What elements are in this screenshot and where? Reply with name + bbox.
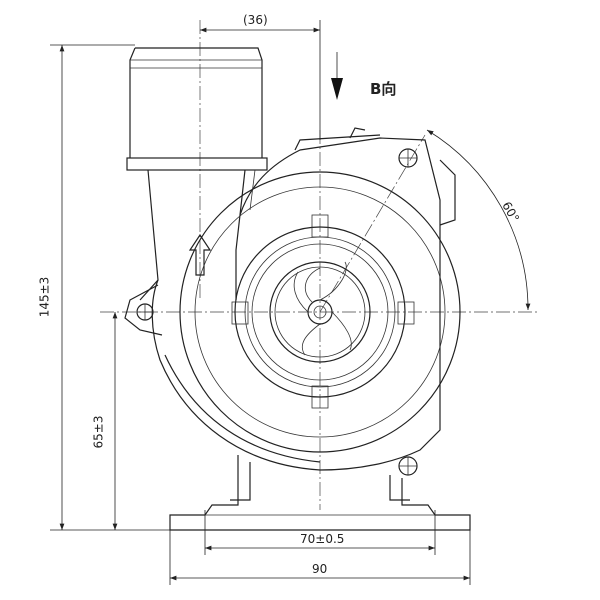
dimension-lines [50,20,531,585]
dimension-base-width: 90 [312,562,328,576]
dimension-total-height: 145±3 [37,276,52,318]
view-direction-label: B向 [370,80,397,98]
dimension-top-offset: (36) [243,13,268,27]
volute-housing [151,127,461,471]
mounting-feet [169,455,471,531]
dimension-center-height: 65±3 [91,415,106,449]
centerlines [100,20,540,510]
inlet-pipe [126,47,268,301]
dimension-foot-hole-spacing: 70±0.5 [300,532,345,546]
